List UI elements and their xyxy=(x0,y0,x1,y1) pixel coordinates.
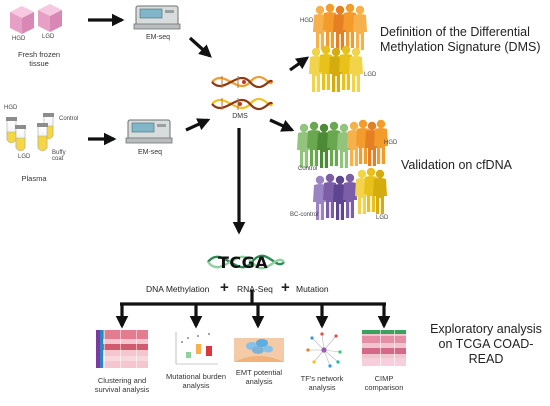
tcga-methylation-label: DNA Methylation xyxy=(146,284,210,294)
sequencer-top-icon xyxy=(133,5,181,30)
flow-arrows xyxy=(88,13,391,329)
analysis-tf-network-label: TF's network analysis xyxy=(300,374,344,392)
buffy-coat-tube-icon xyxy=(37,123,48,152)
tf-network-thumbnail xyxy=(306,332,342,368)
arrow-emseq-to-dms xyxy=(188,36,212,58)
plasma-control-label: Control xyxy=(59,116,79,122)
tissue-lgd-cube-icon xyxy=(38,4,62,32)
mutational-burden-thumbnail xyxy=(175,332,218,365)
definition-title: Definition of the Differential Methylati… xyxy=(380,25,541,54)
validation-bc-control-label: BC-control xyxy=(290,212,319,218)
analysis-clustering-label: Clustering and survival analysis xyxy=(94,376,150,394)
plasma-hgd-label: HGD xyxy=(4,105,18,111)
plasma-tube-lgd-icon xyxy=(15,125,26,152)
definition-hgd-label: HGD xyxy=(300,18,314,24)
validation-control-group-icon xyxy=(297,121,351,168)
emt-potential-thumbnail xyxy=(234,338,284,362)
validation-hgd-label: HGD xyxy=(384,140,398,146)
tissue-hgd-label: HGD xyxy=(12,36,26,42)
exploratory-title: Exploratory analysis on TCGA COAD-READ xyxy=(430,322,542,366)
tissue-label: Fresh frozen tissue xyxy=(17,50,61,68)
validation-title: Validation on cfDNA xyxy=(401,158,512,172)
definition-hgd-group-icon xyxy=(313,3,367,50)
analysis-emt-label: EMT potential analysis xyxy=(235,368,283,386)
tissue-lgd-label: LGD xyxy=(42,34,55,40)
arrow-dms-to-definition xyxy=(289,56,310,72)
analysis-mutational-label: Mutational burden analysis xyxy=(165,372,227,390)
dms-label: DMS xyxy=(232,113,248,120)
cimp-heatmap-thumbnail xyxy=(362,330,406,366)
arrow-dms-to-validation xyxy=(269,118,295,132)
arrow-emseq2-to-dms xyxy=(185,118,211,132)
tcga-mutation-label: Mutation xyxy=(296,284,329,294)
dms-dna-icon xyxy=(211,75,274,111)
definition-lgd-label: LGD xyxy=(364,72,377,78)
plasma-tube-hgd-icon xyxy=(6,117,17,144)
tissue-hgd-cube-icon xyxy=(10,6,34,34)
tcga-rnaseq-label: RNA-Seq xyxy=(237,284,273,294)
validation-lgd-group-icon xyxy=(355,167,387,214)
analysis-cimp-label: CIMP comparison xyxy=(364,374,404,392)
emseq-bottom-label: EM-seq xyxy=(137,149,163,156)
validation-hgd-group-icon xyxy=(347,119,388,166)
validation-control-label: Control xyxy=(298,166,318,172)
tcga-logo: TCGA xyxy=(218,253,269,272)
validation-lgd-label: LGD xyxy=(376,215,389,221)
plasma-lgd-label: LGD xyxy=(18,154,31,160)
sequencer-bottom-icon xyxy=(125,119,173,144)
plus-sign-2: + xyxy=(281,279,290,296)
clustering-heatmap-thumbnail xyxy=(96,330,148,368)
plus-sign-1: + xyxy=(220,279,229,296)
plasma-label: Plasma xyxy=(21,174,47,183)
buffy-coat-label: Buffy coat xyxy=(52,150,66,162)
emseq-top-label: EM-seq xyxy=(145,34,171,41)
definition-lgd-group-icon xyxy=(309,45,363,92)
tcga-dna-icon xyxy=(207,254,285,270)
validation-bc-control-group-icon xyxy=(313,173,357,220)
